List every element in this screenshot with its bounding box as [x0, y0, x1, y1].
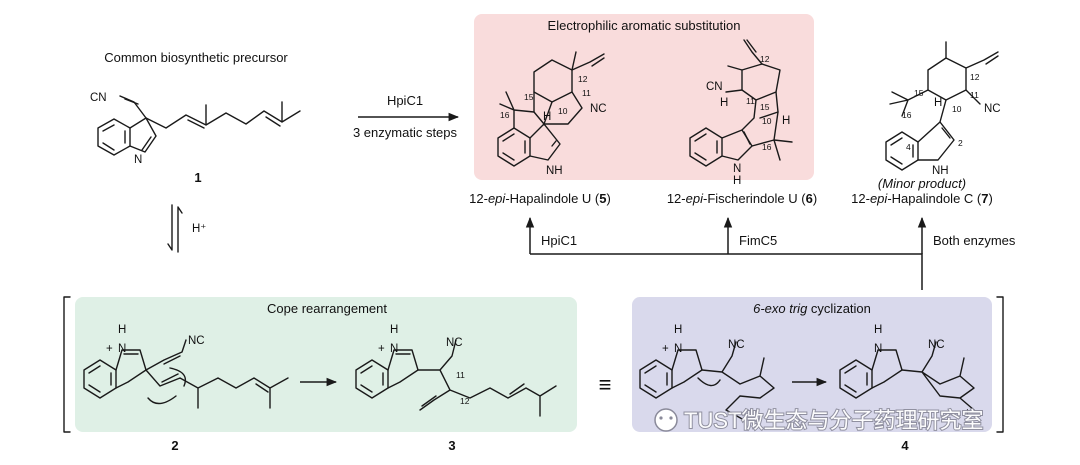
equivalence-sign: ≡	[599, 372, 612, 397]
c2-plus: +	[106, 343, 113, 355]
equilibrium-label: H⁺	[192, 223, 206, 235]
cope-box	[75, 297, 577, 432]
c6-n: N	[733, 163, 741, 175]
c7-nh: NH	[932, 165, 949, 177]
c3-atom-11: 11	[456, 370, 465, 380]
arrow-top-enzyme: HpiC1	[387, 93, 423, 108]
compound-2-label: 2	[171, 438, 178, 453]
precursor-n: N	[134, 154, 142, 166]
c5-atom-10: 10	[558, 106, 568, 116]
c3-h: H	[390, 324, 398, 336]
compound-6-name: 12-epi-Fischerindole U (6)	[667, 191, 817, 206]
c6-atom-10: 10	[762, 116, 772, 126]
branch-label-both: Both enzymes	[933, 233, 1016, 248]
compound-1-structure: Common biosynthetic precursor N CN 1	[90, 50, 301, 185]
c4a-h: H	[674, 324, 682, 336]
c4b-nc: NC	[928, 339, 945, 351]
cyclization-box	[632, 297, 992, 432]
equilibrium-arrows: H⁺	[167, 204, 206, 253]
compound-5-structure: NC NH H 16 15 10 11 12 12-epi-Hapalindol…	[469, 51, 611, 206]
eas-box	[474, 14, 814, 180]
c4a-nc: NC	[728, 339, 745, 351]
compound-3-label: 3	[448, 438, 455, 453]
precursor-heading: Common biosynthetic precursor	[104, 50, 288, 65]
compound-6-structure: CN N H H H 12 11 15 10 16 12-epi-Fischer…	[667, 39, 817, 206]
c6-h2: H	[782, 115, 790, 127]
c6-atom-15: 15	[760, 102, 770, 112]
c7-atom-12: 12	[970, 72, 980, 82]
c4b-n: N	[874, 343, 882, 355]
compound-4-structure: N H + NC N H NC + 4	[639, 324, 975, 453]
compound-7-name: 12-epi-Hapalindole C (7)	[851, 191, 993, 206]
c4b-h: H	[874, 324, 882, 336]
c7-h: H	[934, 97, 942, 109]
compound-5-name: 12-epi-Hapalindole U (5)	[469, 191, 611, 206]
arrow-top: HpiC1 3 enzymatic steps	[353, 93, 460, 140]
c5-nc: NC	[590, 103, 607, 115]
c6-atom-12: 12	[760, 54, 770, 64]
watermark-text: TUST微生态与分子药理研究室	[684, 408, 983, 433]
right-bracket	[996, 296, 1004, 433]
c5-atom-16: 16	[500, 110, 510, 120]
c3-atom-12: 12	[460, 396, 470, 406]
c7-atom-11: 11	[970, 90, 979, 100]
cyclization-box-title: 6-exo trig cyclization	[753, 301, 871, 316]
compound-1-label: 1	[194, 170, 201, 185]
c7-atom-16: 16	[902, 110, 912, 120]
c7-atom-15: 15	[914, 88, 924, 98]
c6-h1: H	[720, 97, 728, 109]
branch-label-hpic1: HpiC1	[541, 233, 577, 248]
c2-nc: NC	[188, 335, 205, 347]
left-bracket	[63, 296, 71, 433]
c6-atom-16: 16	[762, 142, 772, 152]
compound-4-label: 4	[901, 438, 909, 453]
arrow-top-steps: 3 enzymatic steps	[353, 125, 458, 140]
c5-atom-15: 15	[524, 92, 534, 102]
c4a-plus: +	[662, 343, 669, 355]
c7-atom-4: 4	[906, 142, 911, 152]
c6-n-h: H	[733, 175, 741, 187]
c6-atom-11: 11	[746, 96, 755, 106]
c6-cn: CN	[706, 81, 723, 93]
c7-atom-2: 2	[958, 138, 963, 148]
c2-n: N	[118, 343, 126, 355]
c5-h: H	[543, 111, 551, 123]
eas-box-title: Electrophilic aromatic substitution	[548, 18, 741, 33]
compound-2-structure: N H + NC 2	[83, 324, 289, 453]
c4b-plus: +	[964, 407, 971, 419]
c5-nh: NH	[546, 165, 563, 177]
branch-label-fimc5: FimC5	[739, 233, 777, 248]
precursor-cn: CN	[90, 92, 107, 104]
c3-n: N	[390, 343, 398, 355]
watermark: TUST微生态与分子药理研究室	[654, 407, 984, 434]
c7-atom-10: 10	[952, 104, 962, 114]
branch-arrows: HpiC1 FimC5 Both enzymes	[525, 216, 1016, 290]
c3-plus: +	[378, 343, 385, 355]
c5-atom-11: 11	[582, 88, 591, 98]
cope-box-title: Cope rearrangement	[267, 301, 387, 316]
compound-7-note: (Minor product)	[878, 176, 966, 191]
c5-atom-12: 12	[578, 74, 588, 84]
compound-3-structure: N H + NC 11 12 3	[355, 324, 557, 453]
c3-nc: NC	[446, 337, 463, 349]
c2-h: H	[118, 324, 126, 336]
c4a-n: N	[674, 343, 682, 355]
compound-7-structure: NC NH H 12 11 15 10 16 4 2 (Minor produc…	[851, 41, 1001, 206]
c7-nc: NC	[984, 103, 1001, 115]
wechat-logo-icon	[654, 408, 678, 432]
